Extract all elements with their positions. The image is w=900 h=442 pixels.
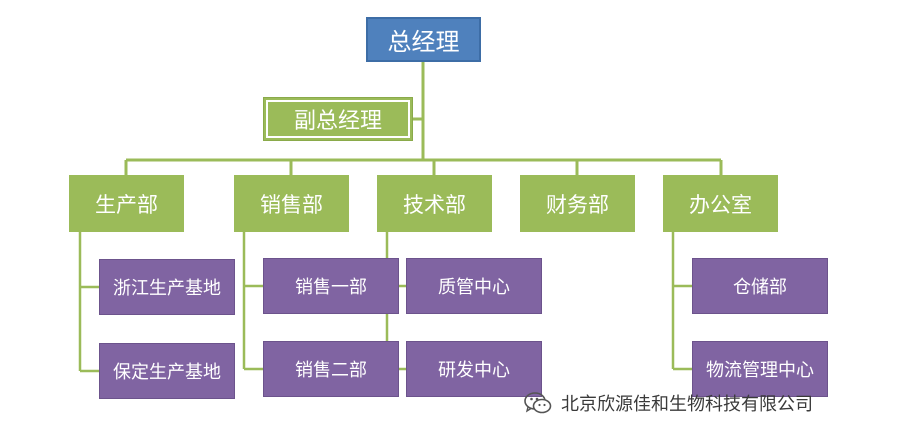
sub-node-baoding-base: 保定生产基地 — [99, 343, 235, 399]
dept-node-finance: 财务部 — [520, 175, 635, 232]
sub-node-rnd-center: 研发中心 — [406, 341, 542, 397]
sub-node-quality-center: 质管中心 — [406, 258, 542, 314]
sub-node-logistics-center: 物流管理中心 — [692, 341, 828, 397]
vp-node: 副总经理 — [263, 97, 413, 141]
sub-node-warehouse: 仓储部 — [692, 258, 828, 314]
dept-node-production: 生产部 — [69, 175, 184, 232]
sub-node-sales-1: 销售一部 — [263, 258, 399, 314]
ceo-node: 总经理 — [366, 17, 481, 62]
sub-node-zhejiang-base: 浙江生产基地 — [99, 259, 235, 315]
watermark-text: 北京欣源佳和生物科技有限公司 — [561, 394, 813, 415]
dept-node-technology: 技术部 — [377, 175, 492, 232]
watermark: 北京欣源佳和生物科技有限公司 — [523, 388, 813, 418]
dept-node-sales: 销售部 — [234, 175, 349, 232]
sub-node-sales-2: 销售二部 — [263, 341, 399, 397]
dept-node-office: 办公室 — [663, 175, 778, 232]
wechat-icon — [524, 392, 552, 414]
